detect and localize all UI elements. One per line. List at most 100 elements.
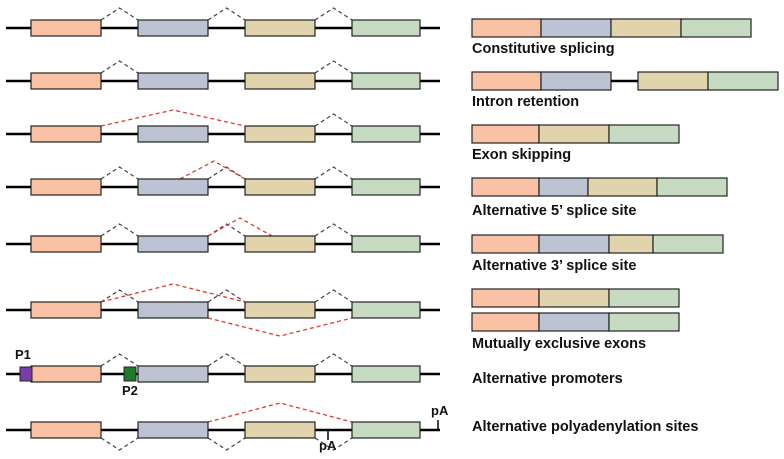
intron-3-up — [314, 7, 353, 21]
exon-alt3-2 — [137, 235, 209, 253]
intron-2-up — [207, 7, 246, 21]
label-intron-retention: Intron retention — [472, 94, 580, 110]
alt3-splice-red — [207, 217, 273, 237]
exon-constitutive-1 — [30, 19, 102, 37]
exon-exon-skipping-2 — [137, 125, 209, 143]
polya-site-1-label: pA — [319, 438, 337, 453]
exon-polya-1 — [30, 421, 102, 439]
ap-intron-3 — [314, 353, 353, 367]
exon-intron-retention-3 — [244, 72, 316, 90]
es-intron-3 — [314, 113, 353, 127]
mrna-intron-retention-exon-1 — [471, 71, 542, 91]
exon-polya-2 — [137, 421, 209, 439]
exon-intron-retention-2 — [137, 72, 209, 90]
a5-intron-2 — [207, 166, 246, 180]
exon-polya-3 — [244, 421, 316, 439]
polya-site-2-label: pA — [431, 403, 449, 418]
pa-intron-1 — [100, 437, 139, 451]
mrna-mutex-b-exon-3 — [608, 312, 680, 332]
mrna-alt5-exon-2 — [538, 177, 589, 197]
label-exon-skipping: Exon skipping — [472, 147, 572, 163]
mrna-constitutive-exon-4 — [680, 18, 752, 38]
intron-1-up — [100, 7, 139, 21]
promoter-p1-box — [19, 366, 33, 382]
exon-mutex-2 — [137, 301, 209, 319]
exon-exon-skipping-4 — [351, 125, 421, 143]
mrna-mutex-b-exon-2 — [538, 312, 610, 332]
ir-intron-1 — [100, 60, 139, 74]
mrna-mutex-a-exon-3 — [608, 288, 680, 308]
mx-intron-2 — [207, 289, 246, 303]
exon-alt5-2 — [137, 178, 209, 196]
mrna-exon-skipping-exon-2 — [538, 124, 610, 144]
mrna-alt5-exon-4 — [656, 177, 728, 197]
label-mutually-exclusive-exons: Mutually exclusive exons — [472, 336, 647, 352]
exon-constitutive-2 — [137, 19, 209, 37]
mx-intron-1 — [100, 289, 139, 303]
exon-polya-4 — [351, 421, 421, 439]
polya-red-splice — [207, 402, 353, 423]
exon-boxes — [30, 19, 421, 439]
mrna-alt5-exon-1 — [471, 177, 540, 197]
mrna-intron-retention-exon-5 — [707, 71, 779, 91]
ap-intron-2 — [207, 353, 246, 367]
ap-intron-1-up — [100, 353, 139, 367]
exon-mutex-4 — [351, 301, 421, 319]
exon-constitutive-4 — [351, 19, 421, 37]
exon-exon-skipping-1 — [30, 125, 102, 143]
exon-promoters-3 — [244, 365, 316, 383]
promoter-p2-label: P2 — [122, 383, 138, 398]
label-alternative-polyadenylation-sites: Alternative polyadenylation sites — [472, 419, 699, 435]
exon-alt5-1 — [30, 178, 102, 196]
mrna-alt3-exon-2 — [538, 234, 610, 254]
exon-promoters-2 — [137, 365, 209, 383]
mrna-constitutive-exon-1 — [471, 18, 542, 38]
exon-constitutive-3 — [244, 19, 316, 37]
label-constitutive-splicing: Constitutive splicing — [472, 41, 615, 57]
mutex-red-upper — [100, 283, 246, 303]
exon-exon-skipping-3 — [244, 125, 316, 143]
skip-splice-red — [100, 109, 246, 127]
ir-intron-3 — [314, 60, 353, 74]
exon-alt5-3 — [244, 178, 316, 196]
promoter-p2-box — [123, 366, 137, 382]
site-markers — [19, 366, 439, 440]
mrna-exon-skipping-exon-3 — [608, 124, 680, 144]
exon-alt3-3 — [244, 235, 316, 253]
mrna-constitutive-exon-3 — [610, 18, 682, 38]
exon-alt3-4 — [351, 235, 421, 253]
exon-alt5-4 — [351, 178, 421, 196]
mrna-alt3-exon-4 — [652, 234, 724, 254]
label-alternative-3-splice-site: Alternative 3’ splice site — [472, 258, 637, 274]
alt5-splice-red — [179, 160, 246, 180]
mrna-mutex-b-exon-1 — [471, 312, 540, 332]
mrna-products — [471, 18, 779, 332]
pa-intron-2 — [207, 437, 246, 451]
intron-connectors — [100, 7, 353, 451]
mrna-exon-skipping-exon-1 — [471, 124, 540, 144]
exon-intron-retention-4 — [351, 72, 421, 90]
pa-intron-3 — [314, 437, 353, 451]
mrna-alt3-exon-3 — [608, 234, 654, 254]
mrna-alt3-exon-1 — [471, 234, 540, 254]
exon-mutex-1 — [30, 301, 102, 319]
mrna-constitutive-exon-2 — [540, 18, 612, 38]
mrna-intron-retention-exon-4 — [637, 71, 709, 91]
mutex-red-lower — [207, 317, 353, 337]
exon-alt3-1 — [30, 235, 102, 253]
exon-promoters-4 — [351, 365, 421, 383]
exon-intron-retention-1 — [30, 72, 102, 90]
exon-promoters-1 — [30, 365, 102, 383]
a5-intron-3 — [314, 166, 353, 180]
mx-intron-3 — [314, 289, 353, 303]
promoter-p1-label: P1 — [15, 347, 31, 362]
label-alternative-promoters: Alternative promoters — [472, 371, 623, 387]
mrna-intron-retention-exon-2 — [540, 71, 612, 91]
exon-mutex-3 — [244, 301, 316, 319]
a3-intron-3 — [314, 223, 353, 237]
mrna-mutex-a-exon-1 — [471, 288, 540, 308]
a3-intron-1 — [100, 223, 139, 237]
label-alternative-5-splice-site: Alternative 5’ splice site — [472, 203, 637, 219]
mrna-alt5-exon-3 — [587, 177, 658, 197]
